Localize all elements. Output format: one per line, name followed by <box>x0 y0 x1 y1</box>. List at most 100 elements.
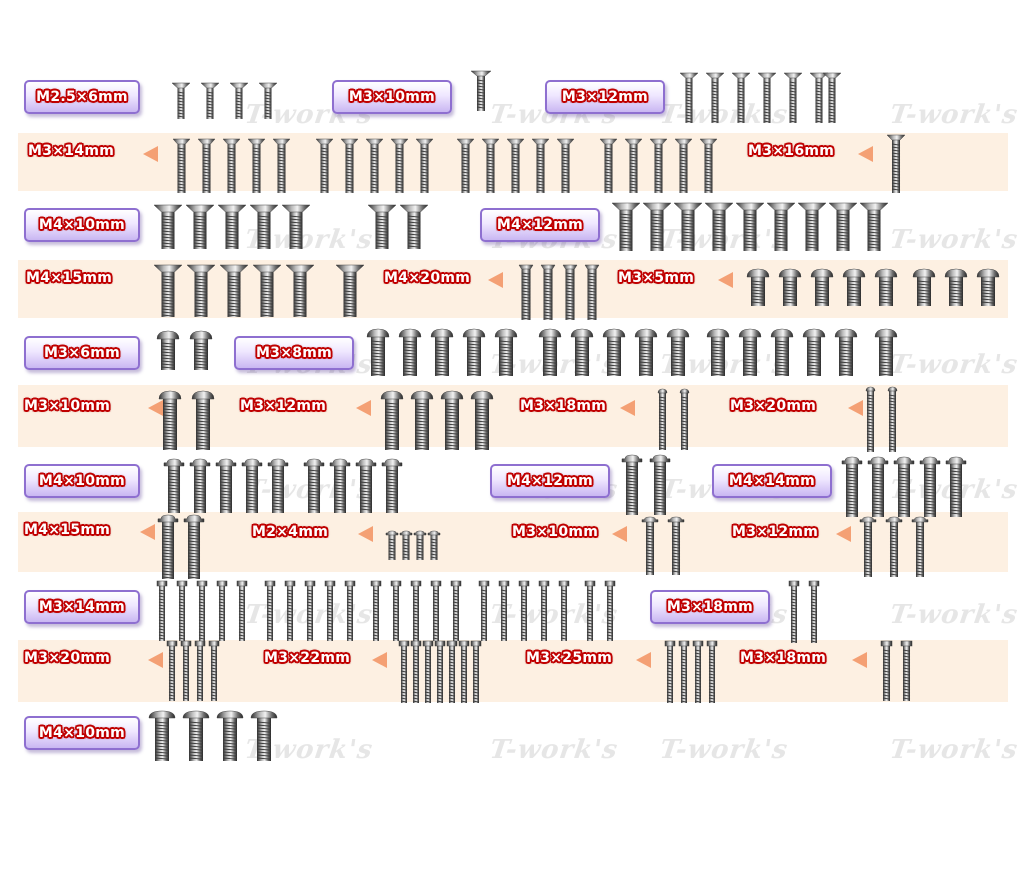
screw-flange-icon <box>385 530 399 560</box>
screw-hex-icon <box>692 640 704 703</box>
screw-button-icon <box>865 386 875 452</box>
screw-flat-icon <box>246 138 266 193</box>
pointer-arrow-icon <box>848 400 863 416</box>
size-label-box: M4×10mm <box>24 716 140 750</box>
screw-flange-icon <box>399 530 413 560</box>
screw-flat-icon <box>822 72 842 123</box>
pointer-arrow-icon <box>356 400 371 416</box>
screw-hex-icon <box>434 640 446 703</box>
screw-pan-icon <box>250 710 278 761</box>
screw-hex-icon <box>344 580 356 641</box>
screw-flange-icon <box>381 458 403 513</box>
screw-hex-icon <box>664 640 676 703</box>
screw-button-icon <box>398 328 422 376</box>
pointer-arrow-icon <box>852 652 867 668</box>
screw-hex-icon <box>196 580 208 641</box>
watermark-text: T-work's <box>887 735 1020 765</box>
screw-button-icon <box>874 268 898 306</box>
screw-flat-icon <box>562 264 578 320</box>
screw-hex-icon <box>470 640 482 703</box>
screw-flat-icon <box>364 138 384 193</box>
pointer-arrow-icon <box>488 272 503 288</box>
size-band <box>18 260 1008 318</box>
screw-flat-icon <box>249 204 279 249</box>
size-band <box>18 512 1008 572</box>
size-label-text: M3×22mm <box>264 650 351 666</box>
watermark-text: T-work's <box>887 225 1020 255</box>
size-label-text: M3×12mm <box>732 524 819 540</box>
screw-hex-icon <box>410 640 422 703</box>
screw-button-icon <box>834 328 858 376</box>
screw-flange-icon <box>163 458 185 513</box>
screw-button-icon <box>802 328 826 376</box>
screw-hex-icon <box>788 580 800 643</box>
screw-button-icon <box>602 328 626 376</box>
size-label-box: M3×18mm <box>650 590 770 624</box>
size-label-box: M4×12mm <box>480 208 600 242</box>
size-label-text: M3×5mm <box>618 270 695 286</box>
screw-flat-icon <box>221 138 241 193</box>
screw-hex-icon <box>410 580 422 641</box>
size-label-text: M3×16mm <box>748 143 835 159</box>
screw-hex-icon <box>538 580 550 641</box>
screw-hex-icon <box>180 640 192 701</box>
screw-hex-icon <box>678 640 690 703</box>
screw-flat-icon <box>367 204 397 249</box>
screw-button-icon <box>366 328 390 376</box>
size-label-text: M4×12mm <box>506 473 594 489</box>
screw-button-icon <box>470 390 494 450</box>
screw-button-icon <box>679 388 689 450</box>
screw-flange-icon <box>641 516 659 575</box>
pointer-arrow-icon <box>358 526 373 542</box>
screw-hex-icon <box>324 580 336 641</box>
size-label-text: M4×20mm <box>384 270 471 286</box>
size-label-text: M3×25mm <box>526 650 613 666</box>
screw-flat-icon <box>704 202 734 251</box>
screw-flange-icon <box>945 456 967 517</box>
screw-hex-icon <box>176 580 188 641</box>
screw-button-icon <box>944 268 968 306</box>
screw-button-icon <box>706 328 730 376</box>
screw-flat-icon <box>766 202 796 251</box>
screw-button-icon <box>191 390 215 450</box>
screw-hex-icon <box>450 580 462 641</box>
size-label-text: M4×12mm <box>496 217 584 233</box>
screw-flat-icon <box>540 264 556 320</box>
screw-hex-icon <box>166 640 178 701</box>
screw-flange-icon <box>303 458 325 513</box>
size-label-box: M4×14mm <box>712 464 832 498</box>
screw-hex-icon <box>156 580 168 641</box>
screw-flat-icon <box>783 72 803 123</box>
size-label-text: M3×20mm <box>24 650 111 666</box>
screw-flange-icon <box>241 458 263 513</box>
screw-hex-icon <box>604 580 616 641</box>
screw-flat-icon <box>455 138 475 193</box>
size-label-box: M4×10mm <box>24 464 140 498</box>
size-label-box: M3×12mm <box>545 80 665 114</box>
screw-flat-icon <box>584 264 600 320</box>
screw-hex-icon <box>706 640 718 703</box>
screw-button-icon <box>666 328 690 376</box>
size-label-text: M3×8mm <box>255 345 333 361</box>
screw-flat-icon <box>705 72 725 123</box>
screw-flat-icon <box>258 82 278 119</box>
screw-flat-icon <box>414 138 434 193</box>
screw-flat-icon <box>530 138 550 193</box>
screw-flat-icon <box>623 138 643 193</box>
screw-flat-icon <box>153 264 183 317</box>
screw-flat-icon <box>797 202 827 251</box>
screw-button-icon <box>494 328 518 376</box>
pointer-arrow-icon <box>836 526 851 542</box>
size-label-box: M4×12mm <box>490 464 610 498</box>
screw-flange-icon <box>329 458 351 513</box>
screw-flat-icon <box>171 138 191 193</box>
screw-hex-icon <box>390 580 402 641</box>
size-label-text: M4×15mm <box>24 522 111 538</box>
screw-flat-icon <box>399 204 429 249</box>
screw-flange-icon <box>667 516 685 575</box>
pointer-arrow-icon <box>636 652 651 668</box>
watermark-text: T-work's <box>887 600 1020 630</box>
screw-button-icon <box>156 330 180 370</box>
size-label-text: M4×10mm <box>38 473 126 489</box>
